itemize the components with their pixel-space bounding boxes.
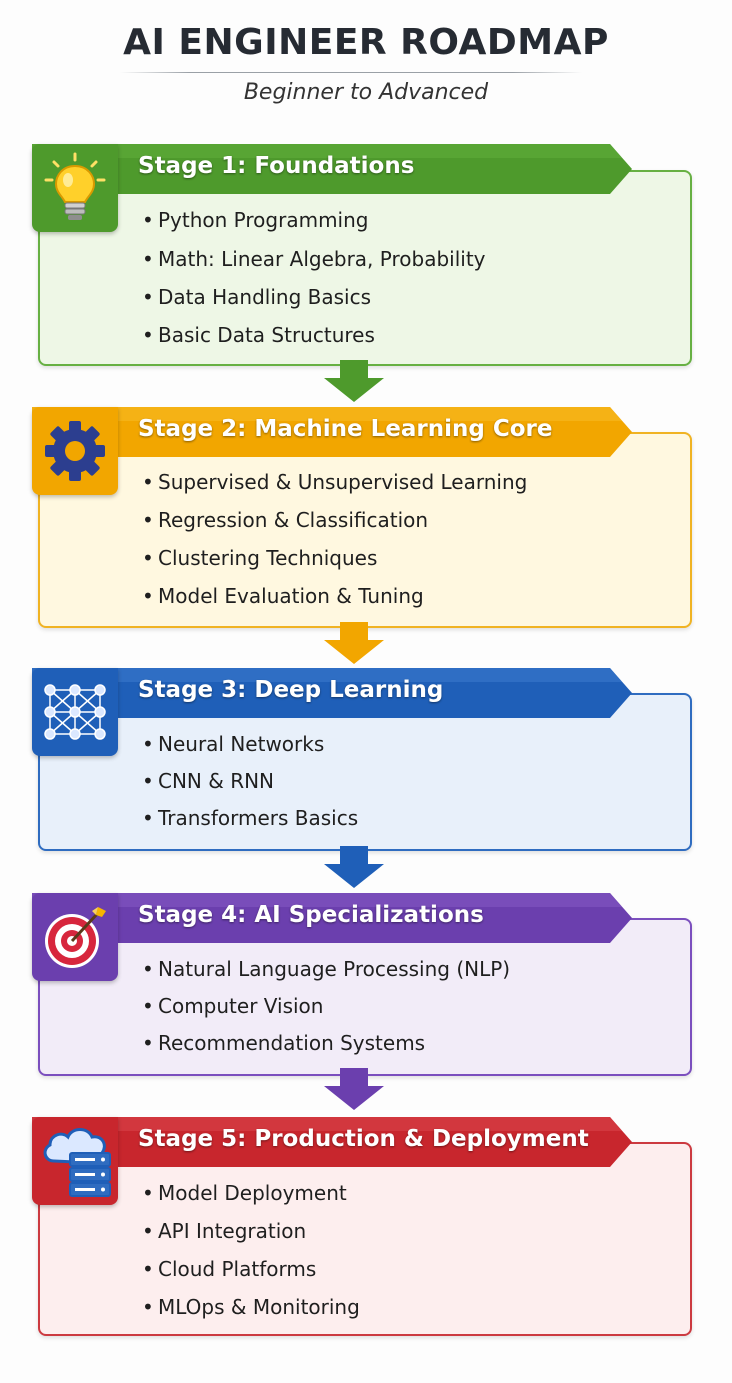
bullet: •	[142, 994, 154, 1018]
stage-1-items: •Python Programming •Math: Linear Algebr…	[142, 208, 486, 361]
bullet: •	[142, 584, 154, 608]
list-item: •Basic Data Structures	[142, 323, 375, 347]
stage-5-card	[38, 1142, 692, 1336]
list-item: •Model Evaluation & Tuning	[142, 584, 424, 608]
page-subtitle: Beginner to Advanced	[243, 80, 489, 105]
stage-1-banner	[32, 144, 632, 194]
stage-5-title: Stage 5: Production & Deployment	[138, 1126, 589, 1152]
title-divider	[120, 72, 582, 73]
stage-3-icon-box	[32, 668, 118, 756]
stage-3-items: •Neural Networks •CNN & RNN •Transformer…	[142, 732, 358, 843]
list-item: •Model Deployment	[142, 1181, 347, 1205]
stage-3-banner	[32, 668, 632, 718]
page-title: AI ENGINEER ROADMAP	[123, 22, 609, 63]
stage-4-items: •Natural Language Processing (NLP) •Comp…	[142, 957, 510, 1068]
bullet: •	[142, 732, 154, 756]
stage-5-items: •Model Deployment •API Integration •Clou…	[142, 1181, 360, 1333]
stage-5-icon-box	[32, 1117, 118, 1205]
bullet: •	[142, 769, 154, 793]
bullet: •	[142, 508, 154, 532]
target-icon	[45, 907, 106, 968]
stage-1-icon-box	[32, 144, 118, 232]
stage-2-items: •Supervised & Unsupervised Learning •Reg…	[142, 470, 527, 622]
bullet: •	[142, 1219, 154, 1243]
bullet: •	[142, 546, 154, 570]
bullet: •	[142, 1181, 154, 1205]
stage-2-banner	[32, 407, 632, 457]
stage-4-icon-box	[32, 893, 118, 981]
list-item: •CNN & RNN	[142, 769, 275, 793]
arrow-down-icon	[324, 846, 384, 888]
list-item: •Transformers Basics	[142, 806, 359, 830]
stage-3-card	[38, 693, 692, 851]
list-item: •Natural Language Processing (NLP)	[142, 957, 511, 981]
stage-1-title: Stage 1: Foundations	[138, 153, 415, 179]
list-item: •Neural Networks	[142, 732, 325, 756]
bullet: •	[142, 1295, 154, 1319]
bullet: •	[142, 957, 154, 981]
stage-2-icon-box	[32, 407, 118, 495]
cloud-server-icon	[43, 1128, 111, 1197]
arrow-down-icon	[324, 360, 384, 402]
stage-5-banner	[32, 1117, 632, 1167]
bullet: •	[142, 208, 154, 232]
list-item: •Regression & Classification	[142, 508, 429, 532]
bullet: •	[142, 247, 154, 271]
stage-4-title: Stage 4: AI Specializations	[138, 902, 484, 928]
list-item: •Cloud Platforms	[142, 1257, 317, 1281]
bullet: •	[142, 806, 154, 830]
list-item: •Python Programming	[142, 208, 369, 232]
list-item: •Supervised & Unsupervised Learning	[142, 470, 528, 494]
bullet: •	[142, 1031, 154, 1055]
neural-network-icon	[44, 684, 106, 740]
stage-4-banner	[32, 893, 632, 943]
stage-2-card	[38, 432, 692, 628]
stage-3-title: Stage 3: Deep Learning	[138, 677, 444, 703]
bullet: •	[142, 323, 154, 347]
arrow-down-icon	[324, 1068, 384, 1110]
lightbulb-icon	[44, 152, 106, 220]
stage-2-title: Stage 2: Machine Learning Core	[138, 416, 553, 442]
stage-1-card	[38, 170, 692, 366]
bullet: •	[142, 470, 154, 494]
list-item: •Computer Vision	[142, 994, 324, 1018]
gear-icon	[45, 421, 105, 481]
bullet: •	[142, 1257, 154, 1281]
list-item: •MLOps & Monitoring	[142, 1295, 360, 1319]
list-item: •Recommendation Systems	[142, 1031, 426, 1055]
list-item: •Data Handling Basics	[142, 285, 371, 309]
list-item: •Math: Linear Algebra, Probability	[142, 247, 486, 271]
list-item: •Clustering Techniques	[142, 546, 378, 570]
arrow-down-icon	[324, 622, 384, 664]
list-item: •API Integration	[142, 1219, 307, 1243]
bullet: •	[142, 285, 154, 309]
